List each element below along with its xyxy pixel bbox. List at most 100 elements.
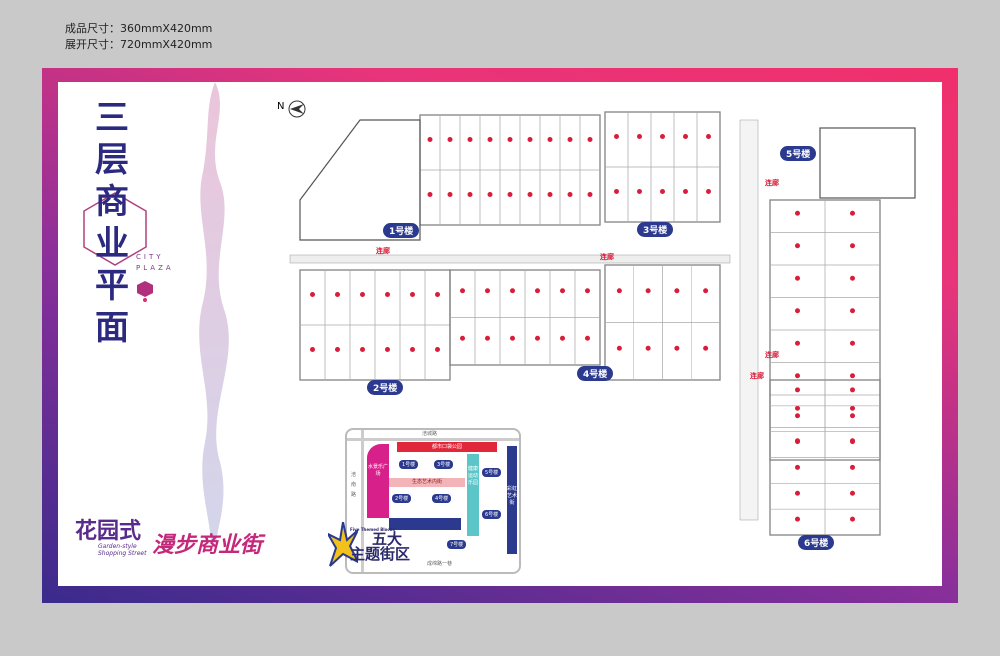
unit-number-marker [850, 340, 855, 346]
shop-unit [299, 324, 326, 381]
brand-en-line: Shopping Street [98, 550, 147, 557]
unit-number-marker [850, 308, 855, 314]
unit-number-marker [585, 288, 590, 294]
shop-unit [650, 111, 675, 168]
brand-en-line: Garden-style [98, 543, 137, 550]
building-5-label: 5号楼 [780, 146, 817, 161]
shop-unit [824, 508, 881, 536]
finished-size-text: 成品尺寸：360mmX420mm [65, 22, 213, 35]
unit-number-marker [645, 288, 651, 294]
shop-unit [769, 264, 826, 298]
unit-number-marker [795, 439, 800, 445]
unfolded-size-text: 展开尺寸：720mmX420mm [65, 38, 213, 51]
unit-number-marker [795, 413, 800, 419]
unit-number-marker [467, 192, 473, 197]
title-char: 业 [95, 224, 129, 264]
unit-number-marker [795, 275, 800, 281]
unit-number-marker [616, 288, 622, 294]
shop-unit [479, 114, 501, 171]
shop-unit [549, 317, 576, 366]
unit-number-marker [510, 288, 515, 294]
shop-unit [479, 169, 501, 226]
shop-unit [673, 111, 698, 168]
title-char: 商 [95, 182, 129, 222]
unit-number-marker [587, 137, 593, 142]
shop-unit [604, 111, 629, 168]
shop-unit [691, 264, 721, 323]
subtitle-line: PLAZA [136, 264, 174, 272]
bridge-label: 连廊 [750, 372, 764, 380]
north-label: N [277, 101, 285, 112]
building-3-label: 3号楼 [637, 222, 674, 237]
shop-unit [824, 297, 881, 331]
unit-number-marker [683, 134, 688, 139]
shop-unit [474, 269, 501, 318]
unit-number-marker [385, 347, 390, 352]
unit-number-marker [706, 189, 711, 194]
unit-number-marker [660, 189, 665, 194]
shop-unit [824, 199, 881, 233]
theme-blocks-logo: Five Themed Blocks 五大 主题街区 [350, 527, 410, 562]
unit-number-marker [507, 192, 513, 197]
compass-icon [288, 100, 306, 118]
unit-number-marker [567, 137, 573, 142]
brand-logo-part1: 花园式 [75, 519, 142, 544]
hexagon-logo-icon [137, 281, 153, 302]
shop-unit [662, 264, 692, 323]
unit-number-marker [410, 347, 415, 352]
decorative-wave [199, 82, 229, 542]
unit-number-marker [850, 464, 855, 470]
shop-unit [579, 114, 601, 171]
bridge-label: 连廊 [765, 179, 779, 187]
unit-number-marker [410, 292, 415, 297]
unit-number-marker [487, 192, 493, 197]
unit-number-marker [703, 288, 709, 294]
shop-unit [459, 114, 481, 171]
shop-unit [769, 431, 826, 458]
shop-unit [824, 379, 881, 407]
unit-number-marker [560, 288, 565, 294]
park-zone: 都市口袋公园 [397, 442, 497, 452]
building-1-label: 1号楼 [383, 223, 420, 238]
shop-unit [374, 269, 401, 326]
shop-unit [691, 322, 721, 381]
map-building-label: 3号楼 [434, 460, 454, 469]
page-title: 三 层 商 业 平 面 [92, 97, 132, 349]
shop-unit [824, 264, 881, 298]
shop-unit [633, 264, 663, 323]
unit-number-marker [535, 335, 540, 341]
shop-unit [574, 317, 601, 366]
unit-number-marker [360, 292, 365, 297]
shop-unit [824, 457, 881, 484]
map-building-label: 5号楼 [482, 468, 502, 477]
shop-unit [499, 269, 526, 318]
unit-number-marker [850, 413, 855, 419]
shop-unit [524, 317, 551, 366]
unit-number-marker [850, 275, 855, 281]
shop-unit [824, 232, 881, 266]
unit-number-marker [795, 516, 800, 522]
shop-unit [769, 483, 826, 510]
road-label: 成绵路一巷 [427, 561, 453, 567]
hexagon-outline-icon [83, 192, 147, 266]
unit-number-marker [435, 347, 440, 352]
unit-number-marker [706, 134, 711, 139]
shop-unit [539, 114, 561, 171]
shop-unit [439, 169, 461, 226]
shop-unit [299, 269, 326, 326]
map-building-label: 2号楼 [392, 494, 412, 503]
unit-number-marker [460, 288, 465, 294]
unit-number-marker [527, 192, 533, 197]
shop-unit [474, 317, 501, 366]
shop-unit [399, 324, 426, 381]
shop-unit [519, 169, 541, 226]
unit-number-marker [485, 335, 490, 341]
shop-unit [459, 169, 481, 226]
unit-number-marker [447, 192, 453, 197]
shop-unit [499, 114, 521, 171]
building-5-annex [819, 127, 916, 199]
theme-logo-small: Five Themed Blocks [350, 527, 395, 532]
shop-unit [604, 264, 634, 323]
unit-number-marker [310, 347, 315, 352]
map-building-label: 1号楼 [399, 460, 419, 469]
